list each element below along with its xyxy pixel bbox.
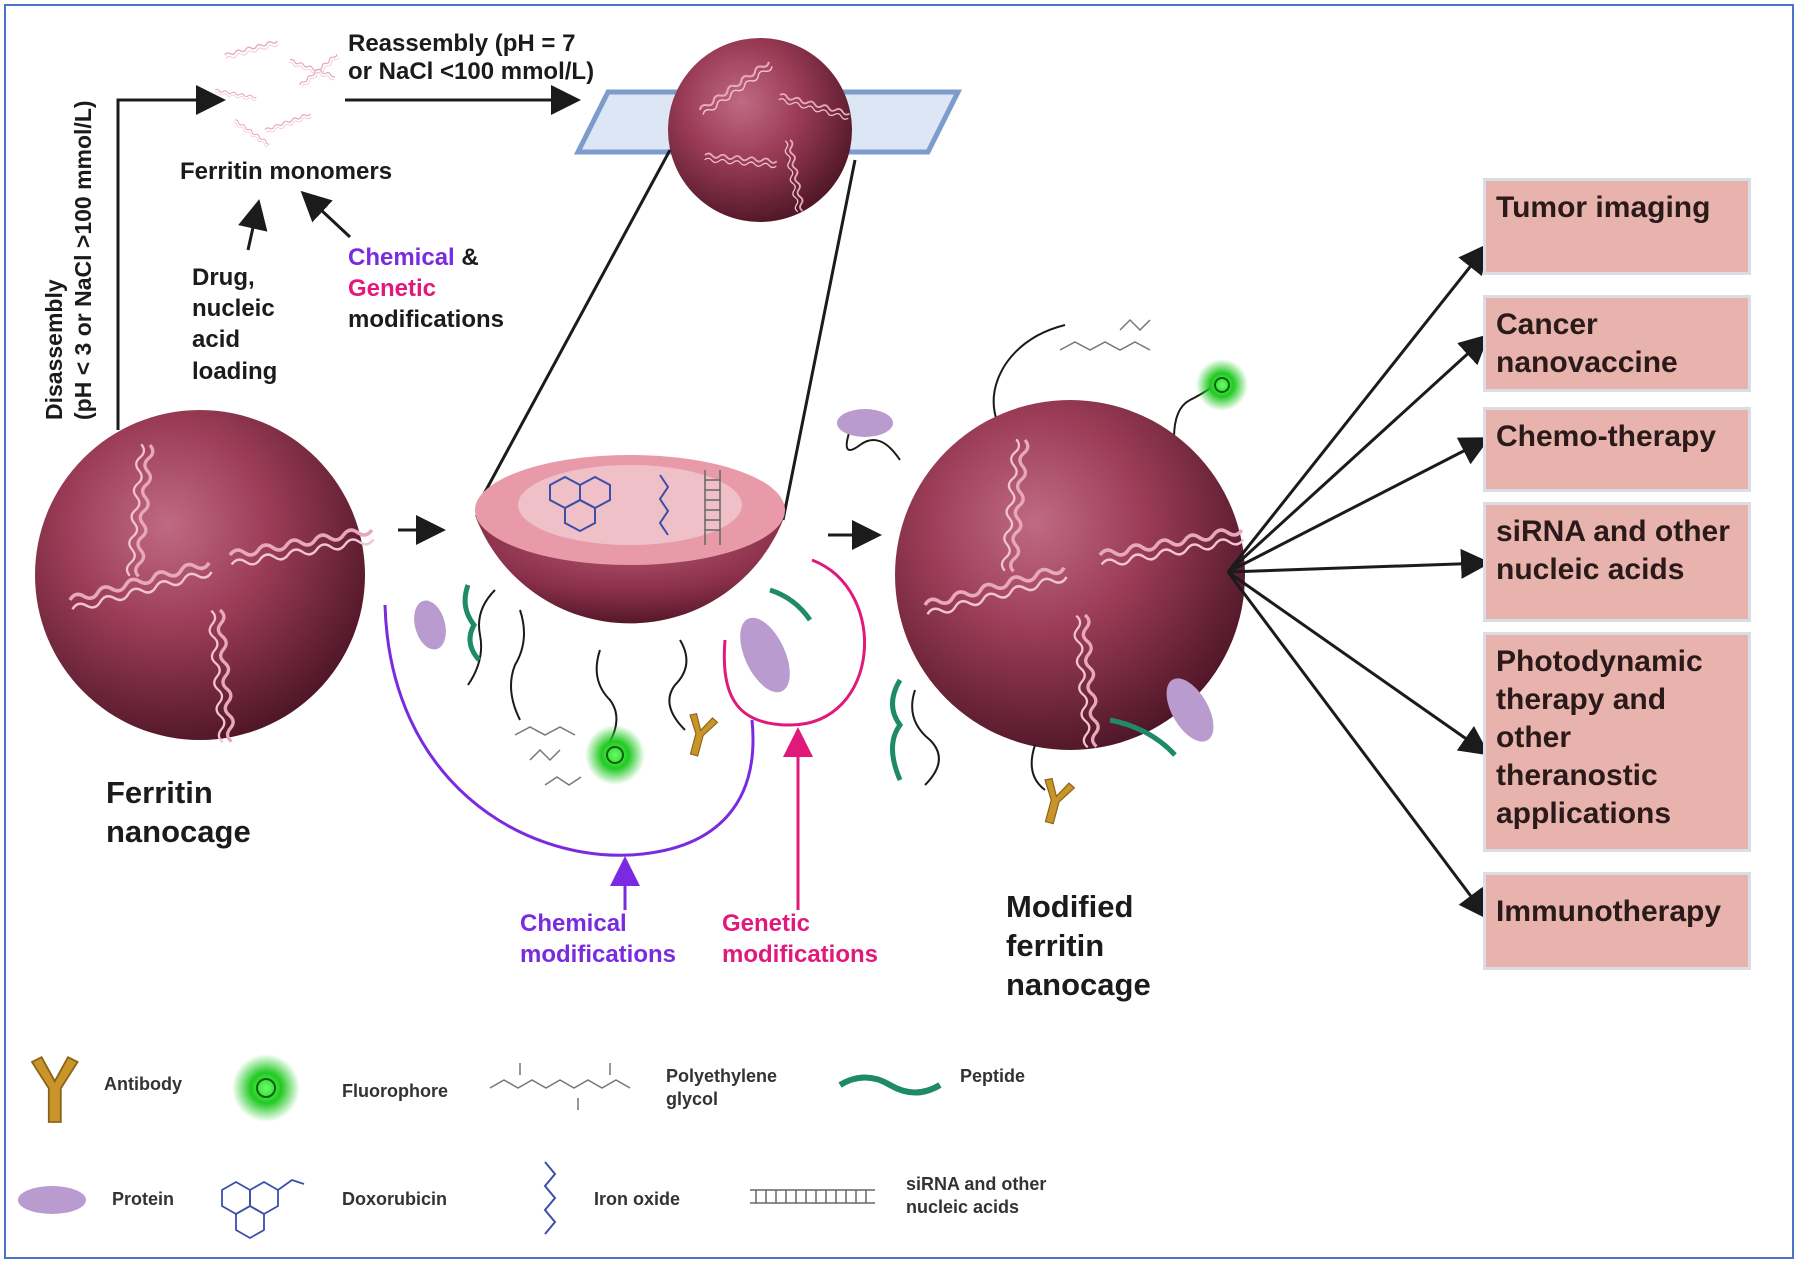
iron-oxide-cargo-icon	[658, 474, 670, 536]
ferritin-nanocage-label: Ferritin nanocage	[106, 775, 251, 849]
legend-iron-oxide-icon	[543, 1161, 557, 1235]
modifications-arrow	[300, 190, 352, 239]
application-chemotherapy: Chemo-therapy	[1483, 407, 1751, 492]
chemical-modifications-bracket	[383, 604, 755, 857]
application-immunotherapy: Immunotherapy	[1483, 872, 1751, 970]
modified-nanocage-label: Modified ferritin nanocage	[1006, 889, 1151, 1002]
ferritin-monomers-icon	[213, 39, 341, 148]
disassembly-label: Disassembly (pH < 3 or NaCl >100 mmol/L)	[41, 100, 96, 420]
legend-protein-label: Protein	[112, 1189, 175, 1209]
application-arrows	[1226, 243, 1491, 920]
application-photodynamic: Photodynamic therapy and other theranost…	[1483, 632, 1751, 852]
legend-fluorophore-label: Fluorophore	[342, 1081, 448, 1101]
legend-peg-icon	[489, 1063, 631, 1110]
legend-antibody-label: Antibody	[104, 1074, 182, 1094]
half-nanocage-attachments	[414, 584, 813, 786]
application-tumor-imaging: Tumor imaging	[1483, 178, 1751, 275]
genetic-modifications-label: Genetic modifications	[722, 910, 879, 969]
reassembly-label: Reassembly (pH = 7 or NaCl <100 mmol/L)	[348, 30, 595, 85]
drug-loading-label: Drug, nucleic acid loading	[192, 264, 278, 385]
doxorubicin-cargo-icon	[549, 475, 611, 533]
legend-fluorophore-icon	[232, 1054, 300, 1122]
legend-antibody-icon	[31, 1056, 79, 1123]
legend-iron-oxide-label: Iron oxide	[594, 1189, 681, 1209]
legend-doxorubicin-label: Doxorubicin	[342, 1189, 448, 1209]
legend-peg-label: Polyethylene glycol	[666, 1066, 778, 1110]
chemical-modifications-label: Chemical modifications	[520, 910, 677, 969]
genetic-modifications-bracket	[722, 558, 867, 727]
chemical-genetic-modifications-label: Chemical & Genetic modifications	[348, 244, 505, 334]
legend-peptide-label: Peptide	[960, 1066, 1026, 1086]
application-sirna: siRNA and other nucleic acids	[1483, 502, 1751, 622]
half-nanocage	[475, 455, 785, 624]
sirna-cargo-icon	[704, 470, 721, 545]
legend-protein-icon	[18, 1186, 86, 1214]
legend-sirna-label: siRNA and other nucleic acids	[906, 1174, 1047, 1218]
figure-frame	[4, 4, 1794, 1259]
reassembled-nanocage	[668, 38, 852, 222]
ferritin-monomers-label: Ferritin monomers	[180, 158, 393, 185]
legend-peptide-icon	[838, 1074, 942, 1096]
disassembly-arrow	[116, 85, 226, 430]
zoom-line-right	[781, 159, 857, 521]
legend-sirna-icon	[750, 1189, 875, 1204]
zoom-line-left	[476, 149, 672, 506]
application-cancer-nanovaccine: Cancer nanovaccine	[1483, 295, 1751, 392]
drug-loading-arrow	[238, 199, 268, 251]
modified-ferritin-nanocage	[837, 318, 1248, 828]
ferritin-nanocage	[35, 410, 376, 745]
legend-doxorubicin-icon	[221, 1179, 305, 1240]
